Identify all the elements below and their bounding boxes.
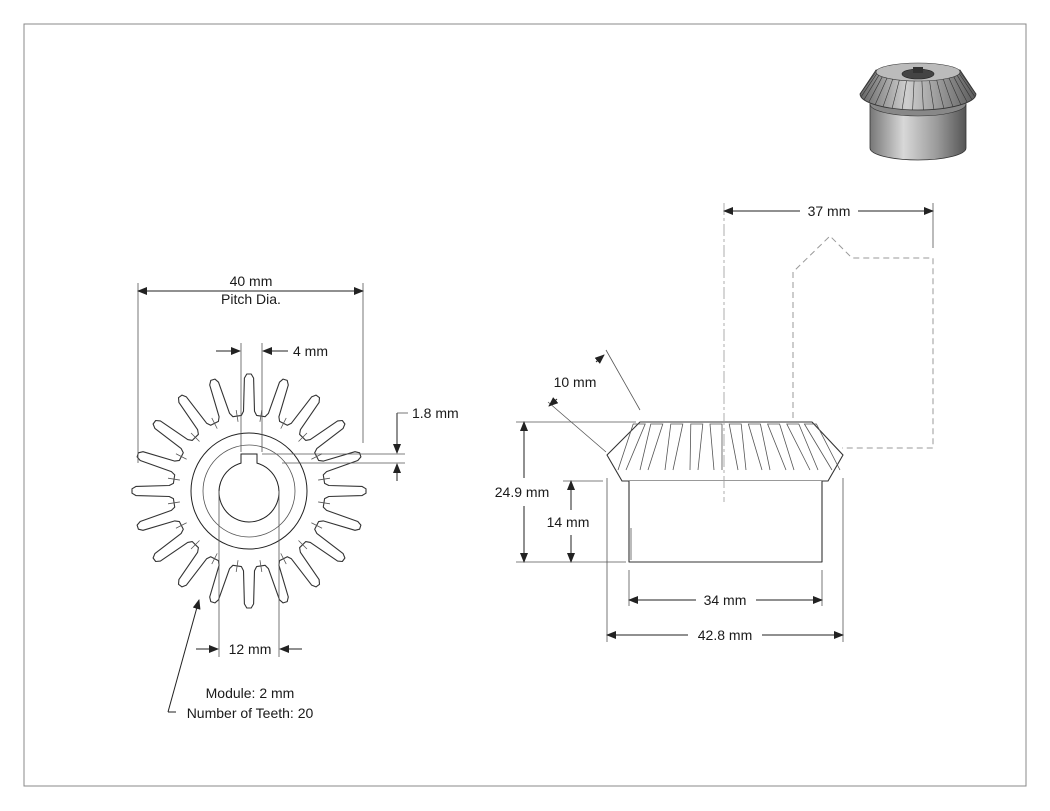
- hub-length-value: 14 mm: [547, 514, 590, 530]
- tooth-root-line: [175, 453, 187, 460]
- tooth-root-line: [311, 522, 323, 529]
- tooth-root-line: [190, 540, 200, 550]
- tooth-root-line: [167, 501, 180, 505]
- iso-tooth-line: [921, 80, 924, 110]
- tooth-root-line: [259, 409, 263, 422]
- side-tooth: [767, 423, 795, 471]
- mounting-distance-value: 37 mm: [808, 203, 851, 219]
- hub-diameter-value: 34 mm: [704, 592, 747, 608]
- outside-diameter-value: 42.8 mm: [698, 627, 752, 643]
- overall-height-value: 24.9 mm: [495, 484, 549, 500]
- hub-face-circle: [190, 432, 308, 550]
- side-tooth: [639, 423, 664, 471]
- iso-tooth-line: [901, 80, 907, 110]
- front-view: 40 mm Pitch Dia. 4 mm 1.8 mm 12 mm Modul…: [131, 273, 459, 721]
- pitch-dia-value: 40 mm: [230, 273, 273, 289]
- tooth-root-line: [167, 477, 180, 481]
- tooth-root-line: [280, 553, 287, 565]
- pitch-dia-label: Pitch Dia.: [221, 291, 281, 307]
- side-tooth: [747, 423, 771, 471]
- side-tooth: [786, 423, 819, 471]
- side-tooth: [664, 423, 684, 471]
- teeth-note: Number of Teeth: 20: [187, 705, 314, 721]
- tooth-root-line: [211, 417, 218, 429]
- keyway-width-value: 4 mm: [293, 343, 328, 359]
- gear-tooth-profile: [131, 373, 367, 609]
- tooth-root-line: [235, 409, 239, 422]
- iso-tooth-line: [859, 71, 877, 95]
- mating-gear-phantom: [792, 235, 934, 449]
- side-tooth: [709, 423, 723, 471]
- side-tooth: [803, 423, 841, 471]
- hub-side: [628, 481, 823, 563]
- tooth-root-line: [298, 540, 308, 550]
- tooth-root-line: [298, 432, 308, 442]
- iso-tooth-line: [860, 73, 877, 98]
- sheet-border: [23, 23, 1027, 787]
- iso-tooth-line: [959, 71, 977, 95]
- iso-tooth-line: [874, 77, 888, 105]
- iso-tooth-line: [943, 79, 954, 107]
- tooth-root-line: [190, 432, 200, 442]
- side-view: 37 mm 10 mm 24.9 mm 14 mm 34 mm 42.8 mm: [495, 203, 934, 643]
- tooth-root-line: [280, 417, 287, 429]
- iso-tooth-line: [956, 75, 973, 100]
- side-tooth: [617, 423, 646, 471]
- iso-tooth-line: [948, 77, 962, 105]
- side-tooth: [689, 423, 704, 471]
- hub-inner-circle: [202, 444, 296, 538]
- bore-with-keyway: [218, 453, 280, 523]
- iso-tooth-line: [912, 80, 915, 110]
- iso-tooth-line: [936, 80, 945, 109]
- tooth-root-line: [175, 522, 187, 529]
- tooth-root-line: [235, 560, 239, 573]
- tooth-root-line: [318, 501, 331, 505]
- iso-tooth-line: [929, 80, 935, 110]
- iso-tooth-line: [953, 76, 968, 103]
- module-note: Module: 2 mm: [206, 685, 295, 701]
- bore-value: 12 mm: [229, 641, 272, 657]
- tooth-root-line: [211, 553, 218, 565]
- iso-tooth-line: [882, 79, 893, 107]
- iso-tooth-line: [868, 76, 883, 103]
- iso-tooth-line: [959, 73, 976, 98]
- iso-tooth-line: [891, 80, 900, 109]
- face-width-value: 10 mm: [554, 374, 597, 390]
- keyway-depth-value: 1.8 mm: [412, 405, 459, 421]
- iso-thumbnail: [859, 62, 977, 161]
- tooth-root-line: [318, 477, 331, 481]
- tooth-root-line: [311, 453, 323, 460]
- tooth-root-line: [259, 560, 263, 573]
- iso-tooth-line: [863, 75, 880, 100]
- side-tooth: [728, 423, 747, 471]
